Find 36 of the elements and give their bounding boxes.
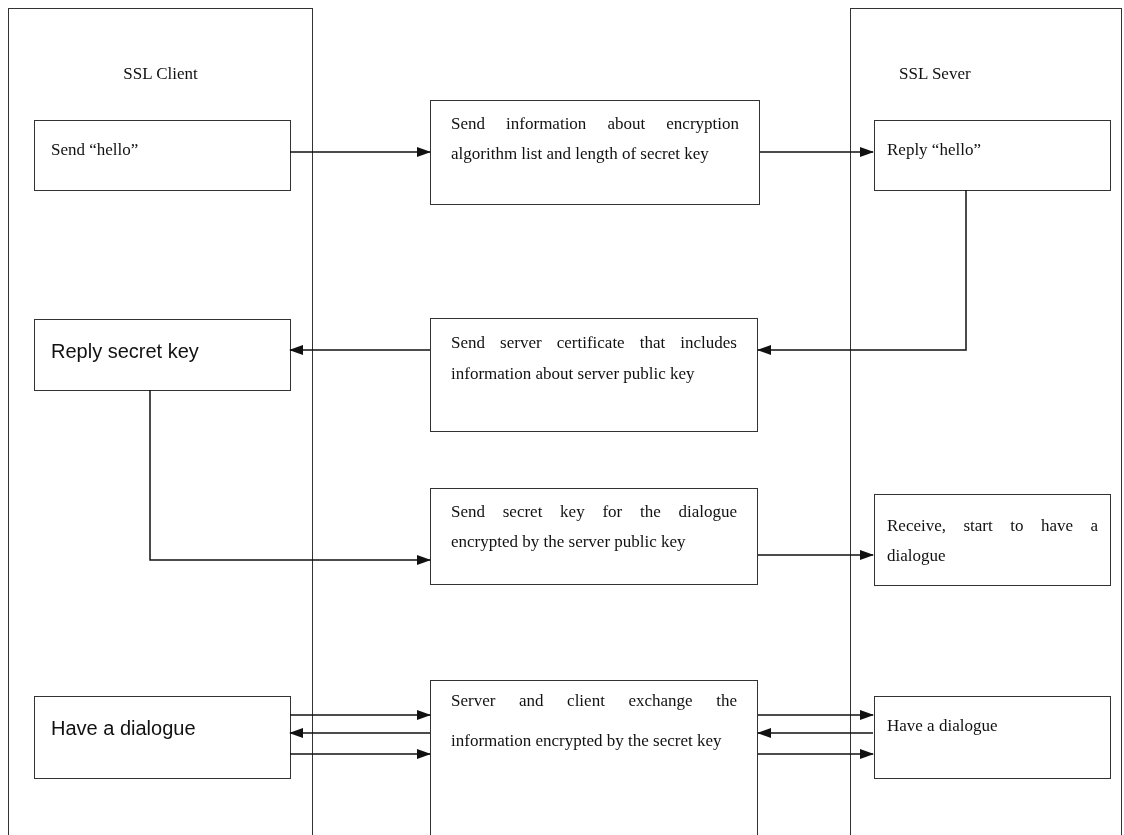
arrow	[289, 749, 431, 759]
arrow	[149, 389, 431, 565]
step-text: Send information about encryption algorithm list and length of secret key	[451, 114, 739, 163]
process-box	[874, 696, 1111, 779]
column-panel	[8, 8, 313, 835]
step-text: Reply secret key	[51, 340, 199, 362]
column-panel	[850, 8, 1122, 835]
arrow	[757, 710, 874, 720]
step-text: Send secret key for the dialogue encrypted by the server public key	[451, 502, 737, 551]
arrow	[759, 147, 874, 157]
step-text: Send server certificate that includes information about server public key	[451, 333, 737, 383]
arrow	[289, 147, 431, 157]
step-text: Server and client exchange the information encrypted by the secret key	[451, 691, 737, 750]
process-box	[874, 494, 1111, 586]
process-box	[34, 696, 291, 779]
step-text: Have a dialogue	[887, 716, 998, 735]
step-text: Send “hello”	[51, 140, 139, 159]
arrow	[289, 710, 431, 720]
arrow	[757, 749, 874, 759]
process-box	[430, 100, 760, 205]
step-text: Reply “hello”	[887, 140, 981, 159]
process-box	[874, 120, 1111, 191]
arrow	[289, 345, 431, 355]
process-box	[430, 318, 758, 432]
arrow	[289, 728, 431, 738]
step-text: Receive, start to have a dialogue	[887, 516, 1098, 565]
column-heading: SSL Sever	[899, 64, 971, 83]
arrow	[757, 550, 874, 560]
column-heading: SSL Client	[123, 64, 198, 83]
arrow	[757, 189, 967, 355]
process-box	[34, 120, 291, 191]
step-text: Have a dialogue	[51, 717, 196, 739]
process-box	[430, 680, 758, 835]
arrow	[757, 728, 874, 738]
process-box	[34, 319, 291, 391]
process-box	[430, 488, 758, 585]
